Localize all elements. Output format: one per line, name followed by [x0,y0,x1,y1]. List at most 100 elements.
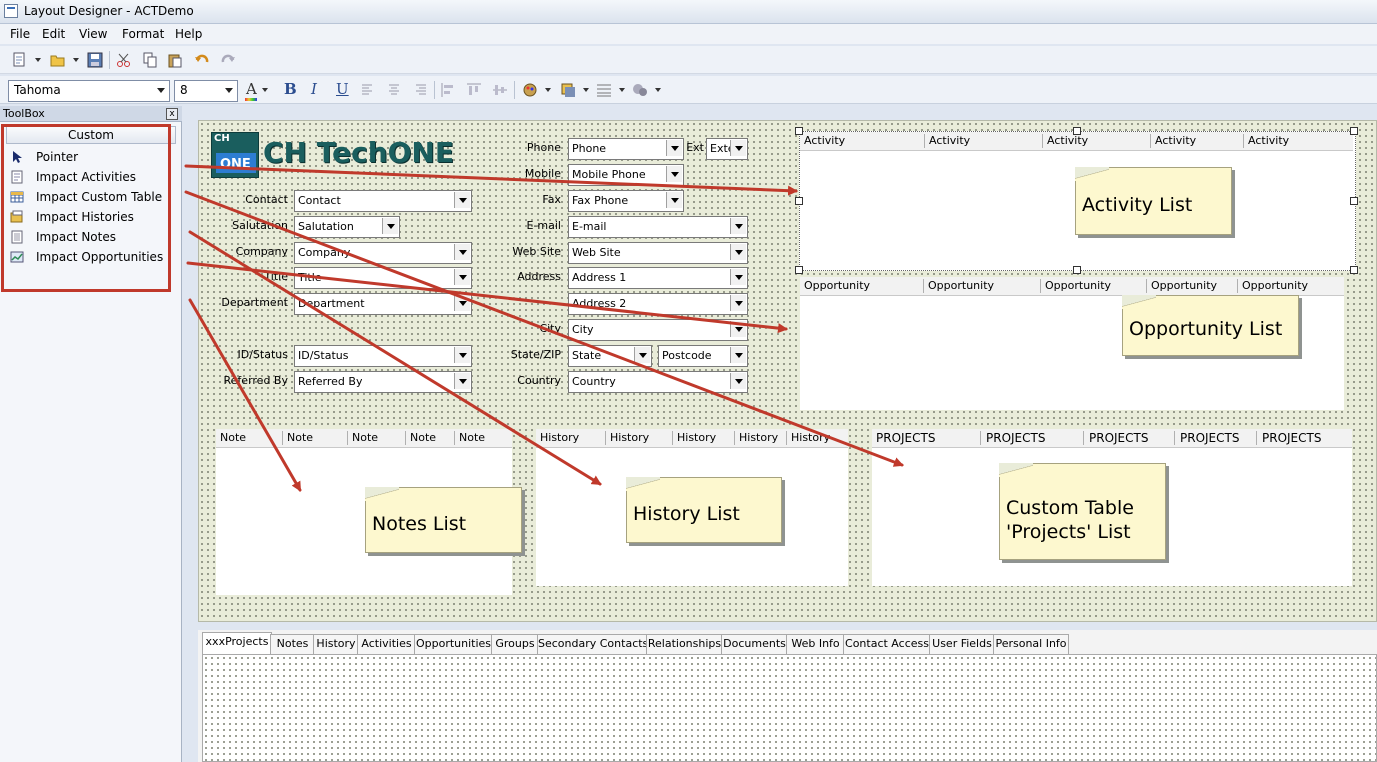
fill-color-dropdown-arrow[interactable] [545,88,551,92]
chevron-down-icon[interactable] [454,347,470,363]
chevron-down-icon[interactable] [454,192,470,208]
font-family-select[interactable]: Tahoma [8,80,170,102]
contact-field[interactable]: Contact [294,190,472,212]
effects-icon[interactable] [632,82,648,98]
menu-edit[interactable]: Edit [42,27,66,41]
open-folder-icon[interactable] [50,52,66,68]
grid-column-header[interactable]: Activity [1248,134,1290,147]
undo-icon[interactable] [194,52,210,68]
grid-column-divider[interactable] [1150,134,1151,148]
grid-column-divider[interactable] [1042,134,1043,148]
chevron-down-icon[interactable] [730,373,746,389]
id-status-field[interactable]: ID/Status [294,345,472,367]
extension-field[interactable]: Exte [706,138,748,160]
chevron-down-icon[interactable] [666,192,682,208]
font-color-icon[interactable]: A [246,80,257,98]
menu-view[interactable]: View [79,27,108,41]
chevron-down-icon[interactable] [730,347,746,363]
grid-column-divider[interactable] [1146,279,1147,293]
web-site-field[interactable]: Web Site [568,242,748,264]
chevron-down-icon[interactable] [730,140,746,156]
toolbox-close-button[interactable]: x [166,108,178,120]
tool-impact-custom-table[interactable]: Impact Custom Table [10,188,165,206]
grid-column-divider[interactable] [1256,431,1257,445]
chevron-down-icon[interactable] [454,244,470,260]
grid-column-header[interactable]: Activity [804,134,846,147]
grid-column-header[interactable]: PROJECTS [986,431,1046,445]
chevron-down-icon[interactable] [382,218,398,234]
grid-column-header[interactable]: History [739,431,779,444]
tab-web-info[interactable]: Web Info [786,634,845,655]
grid-column-divider[interactable] [1174,431,1175,445]
align-right-icon[interactable] [412,82,428,98]
grid-column-divider[interactable] [1083,431,1084,445]
chevron-down-icon[interactable] [666,140,682,156]
grid-column-header[interactable]: Opportunity [1242,279,1309,292]
grid-column-header[interactable]: PROJECTS [876,431,936,445]
grid-column-divider[interactable] [734,431,735,445]
chevron-down-icon[interactable] [666,166,682,182]
resize-handle[interactable] [1350,266,1358,274]
save-icon[interactable] [87,52,103,68]
grid-column-header[interactable]: PROJECTS [1262,431,1322,445]
fill-color-icon[interactable] [522,82,538,98]
border-color-dropdown-arrow[interactable] [583,88,589,92]
resize-handle[interactable] [795,197,803,205]
grid-column-divider[interactable] [786,431,787,445]
tool-pointer[interactable]: Pointer [10,148,160,166]
chevron-down-icon[interactable] [730,269,746,285]
tab-opportunities[interactable]: Opportunities [414,634,493,655]
tab-relationships[interactable]: Relationships [646,634,723,655]
tool-impact-notes[interactable]: Impact Notes [10,228,160,246]
tab-notes[interactable]: Notes [270,634,315,655]
font-size-select[interactable]: 8 [174,80,238,102]
grid-column-divider[interactable] [672,431,673,445]
tab-personal-info[interactable]: Personal Info [993,634,1069,655]
email-field[interactable]: E-mail [568,216,748,238]
tab-user-fields[interactable]: User Fields [929,634,995,655]
grid-column-divider[interactable] [923,279,924,293]
grid-column-divider[interactable] [282,431,283,445]
grid-column-header[interactable]: Note [352,431,379,444]
grid-column-header[interactable]: Activity [929,134,971,147]
grid-column-header[interactable]: History [610,431,650,444]
tool-impact-opportunities[interactable]: Impact Opportunities [10,248,165,266]
tab-xxxprojects[interactable]: xxxProjects [202,632,272,657]
line-style-icon[interactable] [596,82,612,98]
paste-icon[interactable] [167,52,183,68]
grid-column-divider[interactable] [347,431,348,445]
menu-help[interactable]: Help [175,27,203,41]
grid-column-header[interactable]: Activity [1047,134,1089,147]
grid-column-header[interactable]: Note [287,431,314,444]
tab-activities[interactable]: Activities [357,634,416,655]
department-field[interactable]: Department [294,293,472,315]
cut-icon[interactable] [116,52,132,68]
border-color-icon[interactable] [560,82,576,98]
tab-content-panel[interactable] [202,654,1377,762]
company-field[interactable]: Company [294,242,472,264]
resize-handle[interactable] [1073,127,1081,135]
grid-column-header[interactable]: Note [220,431,247,444]
line-style-dropdown-arrow[interactable] [619,88,625,92]
new-layout-icon[interactable] [12,52,28,68]
chevron-down-icon[interactable] [634,347,650,363]
tab-history[interactable]: History [313,634,359,655]
grid-column-header[interactable]: Opportunity [928,279,995,292]
resize-handle[interactable] [1350,197,1358,205]
tool-impact-histories[interactable]: Impact Histories [10,208,160,226]
grid-column-divider[interactable] [1237,279,1238,293]
tab-contact-access[interactable]: Contact Access [843,634,931,655]
grid-column-header[interactable]: Activity [1155,134,1197,147]
effects-dropdown-arrow[interactable] [655,88,661,92]
grid-column-header[interactable]: PROJECTS [1089,431,1149,445]
resize-handle[interactable] [795,127,803,135]
grid-column-header[interactable]: Opportunity [1045,279,1112,292]
resize-handle[interactable] [795,266,803,274]
chevron-down-icon[interactable] [454,373,470,389]
bold-button[interactable]: B [284,80,297,98]
tab-documents[interactable]: Documents [721,634,788,655]
grid-column-header[interactable]: Opportunity [804,279,871,292]
align-center-icon[interactable] [386,82,402,98]
chevron-down-icon[interactable] [730,218,746,234]
grid-column-header[interactable]: Note [459,431,486,444]
